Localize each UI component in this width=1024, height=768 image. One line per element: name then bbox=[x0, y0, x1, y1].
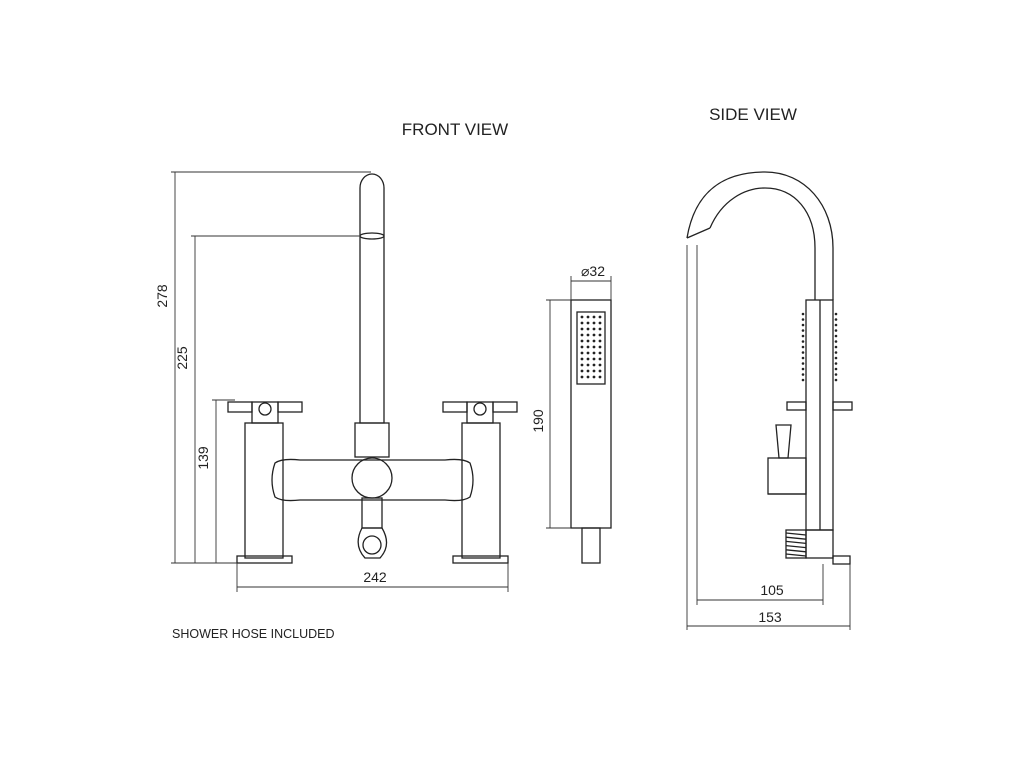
spray-dot bbox=[592, 315, 596, 319]
spray-dot bbox=[586, 375, 590, 379]
spray-dot bbox=[586, 357, 590, 361]
spray-dot bbox=[598, 369, 602, 373]
knurl-dot bbox=[834, 340, 838, 343]
dimension-153: 153 bbox=[758, 609, 782, 625]
spray-dot bbox=[592, 351, 596, 355]
spray-dot bbox=[586, 333, 590, 337]
spray-dot bbox=[598, 339, 602, 343]
knurl-dot bbox=[801, 334, 805, 338]
knurl-dot bbox=[801, 367, 805, 371]
knurl-dot bbox=[834, 373, 838, 376]
knurl-dot bbox=[834, 356, 838, 360]
spray-dot bbox=[580, 357, 584, 361]
spray-dot bbox=[592, 363, 596, 367]
knurl-dot bbox=[801, 312, 805, 316]
knurl-dot bbox=[834, 351, 838, 354]
spray-dot bbox=[598, 321, 602, 325]
knurl-dot bbox=[834, 345, 838, 349]
thread-line bbox=[785, 540, 807, 545]
thread-line bbox=[785, 536, 807, 540]
knurl-dot bbox=[801, 318, 805, 321]
knurl-dot bbox=[801, 378, 805, 382]
spray-dot bbox=[586, 351, 590, 355]
spray-dot bbox=[586, 327, 590, 331]
knurl-dot bbox=[834, 323, 838, 327]
spray-dot bbox=[580, 333, 584, 337]
dimension-139: 139 bbox=[195, 446, 211, 470]
knurl-dot bbox=[801, 345, 805, 349]
spray-dot bbox=[592, 327, 596, 331]
spray-dot bbox=[580, 327, 584, 331]
knurl-dot bbox=[801, 329, 805, 332]
side-knurl-dots bbox=[801, 312, 838, 382]
dimension-278: 278 bbox=[154, 284, 170, 308]
shower-hose-note: SHOWER HOSE INCLUDED bbox=[172, 627, 335, 641]
handset-spray-dots bbox=[580, 315, 602, 379]
knurl-dot bbox=[801, 340, 805, 343]
thread-line bbox=[785, 549, 807, 553]
spray-dot bbox=[592, 357, 596, 361]
spray-dot bbox=[598, 327, 602, 331]
spray-dot bbox=[592, 339, 596, 343]
spray-dot bbox=[592, 345, 596, 349]
spray-dot bbox=[580, 321, 584, 325]
shower-handset bbox=[570, 299, 612, 564]
dimension-242: 242 bbox=[363, 569, 387, 585]
spray-dot bbox=[586, 369, 590, 373]
thread-line bbox=[785, 544, 807, 549]
dimension-190: 190 bbox=[530, 409, 546, 433]
spray-dot bbox=[586, 363, 590, 367]
spray-dot bbox=[598, 345, 602, 349]
spray-dot bbox=[580, 363, 584, 367]
spray-dot bbox=[592, 333, 596, 337]
spray-dot bbox=[580, 369, 584, 373]
thread-line bbox=[785, 532, 807, 536]
spray-dot bbox=[598, 375, 602, 379]
knurl-dot bbox=[834, 318, 838, 321]
spray-dot bbox=[580, 315, 584, 319]
front-dimension-lines bbox=[171, 171, 509, 592]
spray-dot bbox=[592, 369, 596, 373]
front-view-title: FRONT VIEW bbox=[402, 120, 508, 139]
spray-dot bbox=[598, 315, 602, 319]
spray-dot bbox=[598, 357, 602, 361]
spray-dot bbox=[592, 375, 596, 379]
spray-dot bbox=[580, 345, 584, 349]
spray-dot bbox=[598, 351, 602, 355]
spray-dot bbox=[586, 321, 590, 325]
handset-dimension-lines bbox=[546, 276, 612, 529]
spray-dot bbox=[580, 351, 584, 355]
knurl-dot bbox=[801, 356, 805, 360]
spray-dot bbox=[580, 375, 584, 379]
spray-dot bbox=[586, 315, 590, 319]
dimension-225: 225 bbox=[174, 346, 190, 370]
side-view-mixer bbox=[686, 171, 853, 565]
dimension-105: 105 bbox=[760, 582, 784, 598]
knurl-dot bbox=[834, 312, 838, 316]
thread-lines bbox=[785, 532, 807, 557]
knurl-dot bbox=[801, 323, 805, 327]
spray-dot bbox=[580, 339, 584, 343]
spray-dot bbox=[586, 339, 590, 343]
knurl-dot bbox=[801, 351, 805, 354]
knurl-dot bbox=[801, 362, 805, 365]
knurl-dot bbox=[834, 378, 838, 382]
spray-dot bbox=[598, 363, 602, 367]
spray-dot bbox=[592, 321, 596, 325]
side-dimension-lines bbox=[686, 245, 851, 630]
thread-line bbox=[785, 553, 807, 557]
knurl-dot bbox=[834, 329, 838, 332]
knurl-dot bbox=[834, 367, 838, 371]
knurl-dot bbox=[834, 362, 838, 365]
side-view-title: SIDE VIEW bbox=[709, 105, 797, 124]
knurl-dot bbox=[834, 334, 838, 338]
dimension-diameter-32: ⌀32 bbox=[581, 263, 605, 279]
spray-dot bbox=[598, 333, 602, 337]
front-view-mixer bbox=[227, 173, 518, 564]
spray-dot bbox=[586, 345, 590, 349]
knurl-dot bbox=[801, 373, 805, 376]
